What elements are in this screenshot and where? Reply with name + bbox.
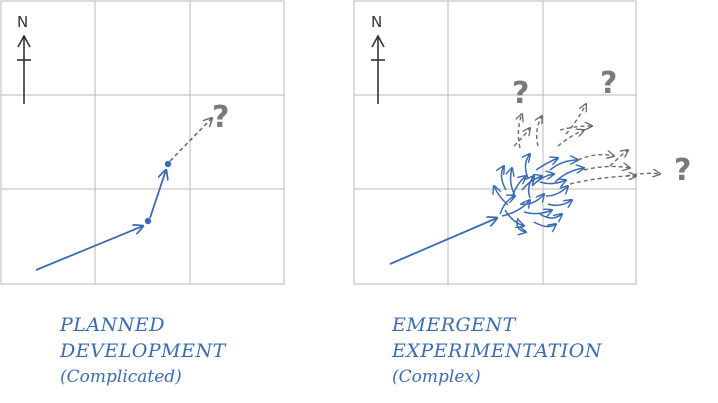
left-grid	[0, 0, 285, 285]
planned-dashed-projection	[169, 118, 212, 162]
caption-emergent-title-2: EXPERIMENTATION	[392, 340, 603, 362]
experiment-arrow	[494, 186, 509, 206]
dashed-exploration	[609, 150, 628, 167]
dashed-exploration	[518, 114, 522, 149]
experiment-arrow	[501, 200, 530, 217]
experiment-arrow	[539, 214, 562, 218]
experiment-arrow	[504, 209, 524, 226]
emergent-main-arrow	[389, 218, 497, 265]
north-indicator-left: N	[17, 13, 31, 104]
caption-emergent: EMERGENT EXPERIMENTATION (Complex)	[392, 312, 602, 390]
experiment-arrow	[554, 168, 584, 183]
caption-planned: PLANNED DEVELOPMENT (Complicated)	[60, 312, 226, 390]
dashed-exploration	[513, 128, 530, 147]
caption-planned-subtitle: (Complicated)	[60, 367, 182, 387]
caption-planned-title-1: PLANNED	[60, 314, 165, 336]
experiment-arrow	[519, 194, 544, 206]
north-arrow-right	[371, 34, 385, 104]
caption-emergent-subtitle: (Complex)	[392, 367, 481, 387]
experiment-arrow	[547, 200, 572, 205]
experiment-arrow	[501, 166, 507, 191]
planned-segment-1	[35, 226, 143, 271]
planned-segment-2	[149, 170, 166, 219]
north-label-left: N	[17, 13, 28, 31]
experiment-arrow	[533, 221, 556, 227]
experiment-arrow	[545, 186, 568, 197]
dashed-explorations	[513, 104, 660, 185]
experiment-arrow	[535, 158, 558, 171]
experiment-arrow	[525, 154, 530, 179]
right-grid	[353, 0, 637, 285]
experiment-arrow	[521, 176, 542, 191]
dashed-exploration	[537, 116, 542, 147]
caption-planned-title-2: DEVELOPMENT	[60, 340, 226, 362]
dashed-exploration	[559, 126, 592, 131]
question-mark-right-2: ?	[600, 66, 617, 101]
dashed-exploration	[565, 104, 586, 135]
experiment-arrow	[516, 217, 526, 232]
experiment-arrow	[549, 160, 578, 171]
dashed-exploration	[557, 130, 584, 147]
question-mark-left: ?	[212, 100, 229, 135]
dashed-exploration	[583, 166, 630, 170]
experiment-swarm	[494, 154, 584, 232]
caption-emergent-title-1: EMERGENT	[392, 314, 516, 336]
experiment-arrow	[523, 210, 552, 214]
milestone-dot-1	[144, 217, 152, 225]
dashed-exploration	[577, 155, 614, 161]
experiment-arrow	[511, 176, 526, 199]
question-mark-right-1: ?	[512, 76, 529, 111]
question-mark-right-3: ?	[674, 153, 691, 188]
experiment-arrow	[511, 168, 516, 197]
experiment-arrow	[539, 180, 566, 184]
north-label-right: N	[371, 13, 382, 31]
dashed-exploration	[569, 176, 636, 185]
dashed-exploration	[625, 173, 660, 176]
north-arrow-left	[17, 34, 31, 104]
milestone-dot-2	[164, 160, 172, 168]
north-indicator-right: N	[371, 13, 385, 104]
experiment-arrow	[529, 176, 534, 199]
planned-path	[35, 170, 166, 271]
